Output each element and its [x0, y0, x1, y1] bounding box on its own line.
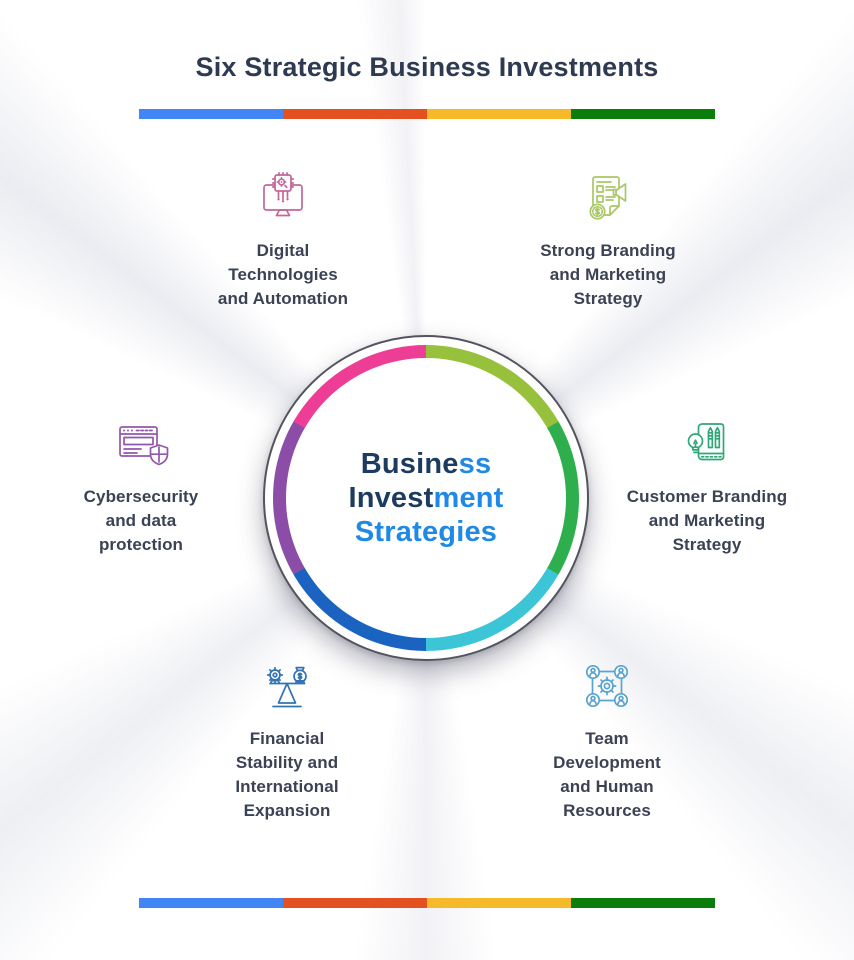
- notebook-pencils-bulb-icon: [679, 416, 735, 472]
- item-financial-stability: Financial Stability and International Ex…: [176, 658, 398, 823]
- item-label-digital: Digital Technologies and Automation: [217, 241, 349, 308]
- item-label-strong-branding: Strong Branding and Marketing Strategy: [540, 241, 676, 308]
- bar-segment-orange: [283, 109, 427, 119]
- item-label-customer-branding: Customer Branding and Marketing Strategy: [626, 487, 788, 554]
- monitor-chip-automation-icon: [255, 170, 311, 226]
- center-title-part-blue: ss: [458, 448, 492, 480]
- item-customer-branding: Customer Branding and Marketing Strategy: [596, 416, 818, 557]
- bar-segment-green: [571, 898, 715, 908]
- center-title-part-blue: Strategies: [354, 516, 498, 548]
- item-strong-branding: Strong Branding and Marketing Strategy: [497, 170, 719, 311]
- document-megaphone-icon: [580, 170, 636, 226]
- center-title-part-blue: ment: [433, 482, 504, 514]
- center-title-line-3: Strategies: [355, 515, 497, 549]
- item-team-development: Team Development and Human Resources: [496, 658, 718, 823]
- bar-segment-blue: [139, 898, 283, 908]
- team-gear-icon: [579, 658, 635, 714]
- accent-bar-bottom: [139, 898, 715, 908]
- item-label-financial: Financial Stability and International Ex…: [235, 729, 339, 820]
- center-title-line-1: Business: [361, 447, 492, 481]
- item-digital-technologies: Digital Technologies and Automation: [172, 170, 394, 311]
- bar-segment-green: [571, 109, 715, 119]
- bar-segment-blue: [139, 109, 283, 119]
- item-label-team: Team Development and Human Resources: [553, 729, 661, 820]
- center-title: Business Investment Strategies: [286, 358, 566, 638]
- bar-segment-yellow: [427, 109, 571, 119]
- center-title-part-dark: Busine: [360, 448, 459, 480]
- center-circle: Business Investment Strategies: [263, 335, 589, 661]
- browser-shield-icon: [113, 416, 169, 472]
- balance-scale-icon: [259, 658, 315, 714]
- page-title: Six Strategic Business Investments: [195, 52, 659, 82]
- item-cybersecurity: Cybersecurity and data protection: [30, 416, 252, 557]
- accent-bar-top: [139, 109, 715, 119]
- bar-segment-yellow: [427, 898, 571, 908]
- item-label-cybersecurity: Cybersecurity and data protection: [83, 487, 199, 554]
- bar-segment-orange: [283, 898, 427, 908]
- center-title-part-dark: Invest: [348, 482, 434, 514]
- center-title-line-2: Investment: [348, 481, 503, 515]
